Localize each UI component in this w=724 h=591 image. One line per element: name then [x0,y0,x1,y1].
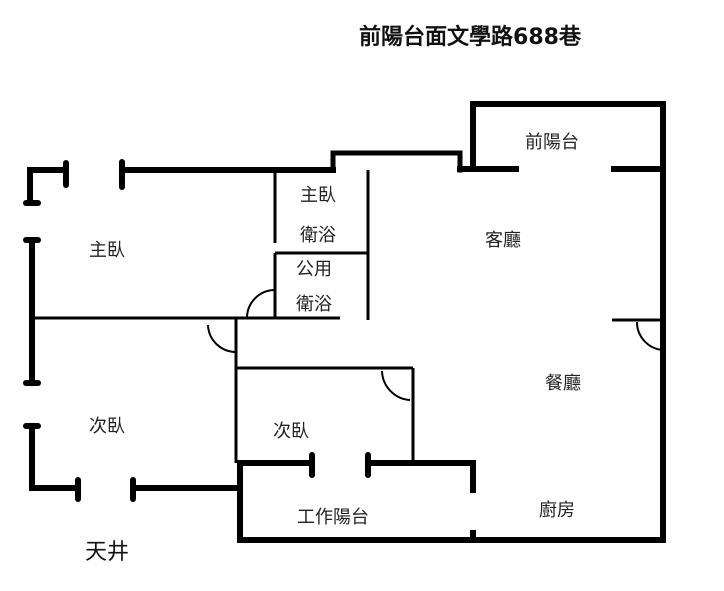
room-label-public-bath-2: 衛浴 [296,294,332,315]
door-swings [207,289,664,401]
room-label-living-room: 客廳 [485,230,521,251]
room-label-second-bedroom: 次臥 [89,416,125,437]
wall-end-caps [23,159,371,502]
utility-top-b [367,460,476,493]
room-label-master-bedroom: 主臥 [89,240,125,261]
door-arc-small-bedroom [381,370,411,401]
room-label-dining-room: 餐廳 [545,373,581,394]
door-arc-dining [635,321,664,351]
door-arc-second-bedroom [207,324,237,353]
wall-left-bottom [29,425,79,491]
interior-walls [32,170,663,463]
room-label-master-bath-2: 衛浴 [300,225,336,246]
wall-top-left-corner [27,167,67,206]
room-label-front-balcony: 前陽台 [525,132,579,153]
exterior-walls [27,101,666,543]
room-label-utility-balcony: 工作陽台 [297,507,369,528]
room-label-light-well: 天井 [84,540,130,565]
room-label-master-bath-1: 主臥 [300,185,336,206]
bay-window [330,150,463,173]
utility-balcony-wall [237,460,666,543]
front-balcony-wall [470,101,666,543]
room-label-kitchen: 廚房 [539,500,575,521]
page-title: 前陽台面文學路688巷 [359,25,581,50]
room-label-public-bath-1: 公用 [296,259,332,280]
door-arc-public-bath [246,289,276,319]
room-label-small-bedroom: 次臥 [273,421,309,442]
